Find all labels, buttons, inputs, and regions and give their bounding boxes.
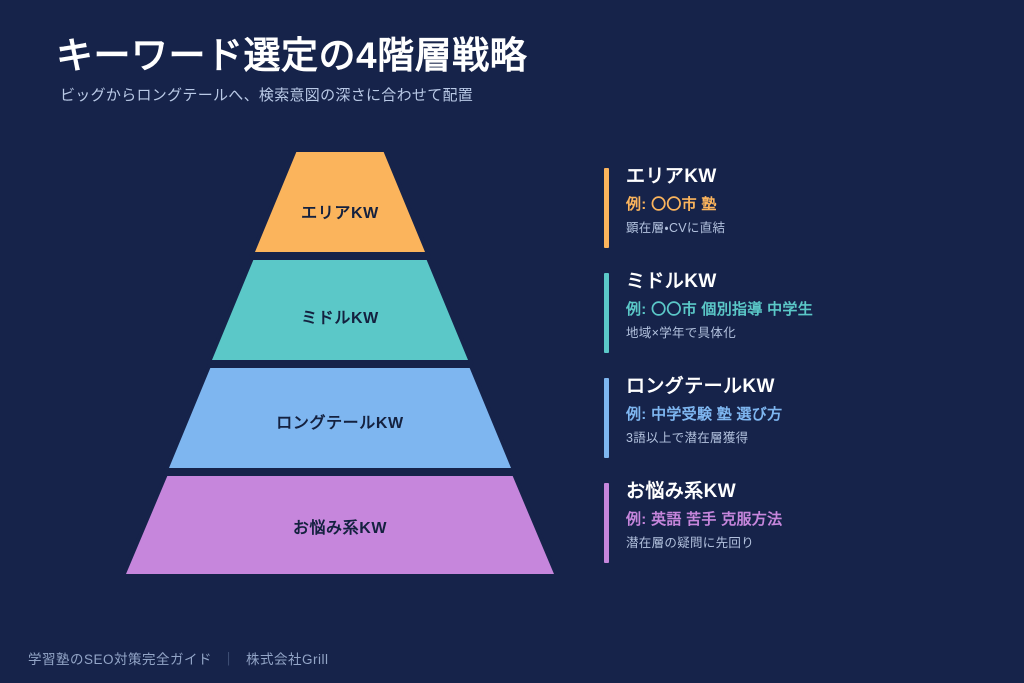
legend-title-middle-kw: ミドルKW — [626, 271, 717, 292]
legend-example-middle-kw: 例: 〇〇市 個別指導 中学生 — [626, 300, 813, 318]
header: キーワード選定の4階層戦略 ビッグからロングテールへ、検索意図の深さに合わせて配… — [56, 34, 756, 105]
legend-accent-bar-area-kw — [604, 168, 609, 248]
legend-item-middle-kw: ミドルKW 例: 〇〇市 個別指導 中学生 地域×学年で具体化 — [604, 270, 984, 375]
legend-example-longtail-kw: 例: 中学受験 塾 選び方 — [626, 405, 783, 423]
pyramid-tier-3-shape — [119, 472, 561, 578]
footer-separator: ｜ — [222, 652, 237, 667]
footer: 学習塾のSEO対策完全ガイド ｜ 株式会社Grill — [28, 648, 329, 668]
legend-note-area-kw: 顕在層・CVに直結 — [626, 220, 726, 235]
legend-note-problem-kw: 潜在層の疑問に先回り — [626, 535, 755, 550]
legend-title-longtail-kw: ロングテールKW — [626, 376, 775, 397]
pyramid-diagram: エリアKW ミドルKW ロングテールKW お悩み系KW — [70, 150, 610, 580]
legend-accent-bar-problem-kw — [604, 483, 609, 563]
legend-list: エリアKW 例: 〇〇市 塾 顕在層・CVに直結 ミドルKW 例: 〇〇市 個別… — [604, 165, 984, 563]
pyramid-tier-2-shape — [163, 364, 517, 472]
legend-item-area-kw: エリアKW 例: 〇〇市 塾 顕在層・CVに直結 — [604, 165, 984, 270]
legend-example-problem-kw: 例: 英語 苦手 克服方法 — [626, 510, 783, 528]
page-title: キーワード選定の4階層戦略 — [56, 35, 528, 76]
legend-accent-bar-longtail-kw — [604, 378, 609, 458]
footer-company-text: 株式会社Grill — [246, 652, 329, 667]
legend-accent-bar-middle-kw — [604, 273, 609, 353]
footer-guide-text: 学習塾のSEO対策完全ガイド — [28, 652, 213, 667]
legend-item-problem-kw: お悩み系KW 例: 英語 苦手 克服方法 潜在層の疑問に先回り — [604, 480, 984, 563]
legend-title-problem-kw: お悩み系KW — [626, 481, 737, 502]
pyramid-tier-0-shape — [249, 150, 431, 256]
legend-title-area-kw: エリアKW — [626, 166, 717, 187]
page-subtitle: ビッグからロングテールへ、検索意図の深さに合わせて配置 — [60, 86, 474, 104]
pyramid-tier-1-shape — [206, 256, 474, 364]
legend-item-longtail-kw: ロングテールKW 例: 中学受験 塾 選び方 3語以上で潜在層獲得 — [604, 375, 984, 480]
legend-note-middle-kw: 地域×学年で具体化 — [626, 325, 737, 340]
legend-example-area-kw: 例: 〇〇市 塾 — [626, 195, 717, 213]
legend-note-longtail-kw: 3語以上で潜在層獲得 — [626, 430, 749, 445]
